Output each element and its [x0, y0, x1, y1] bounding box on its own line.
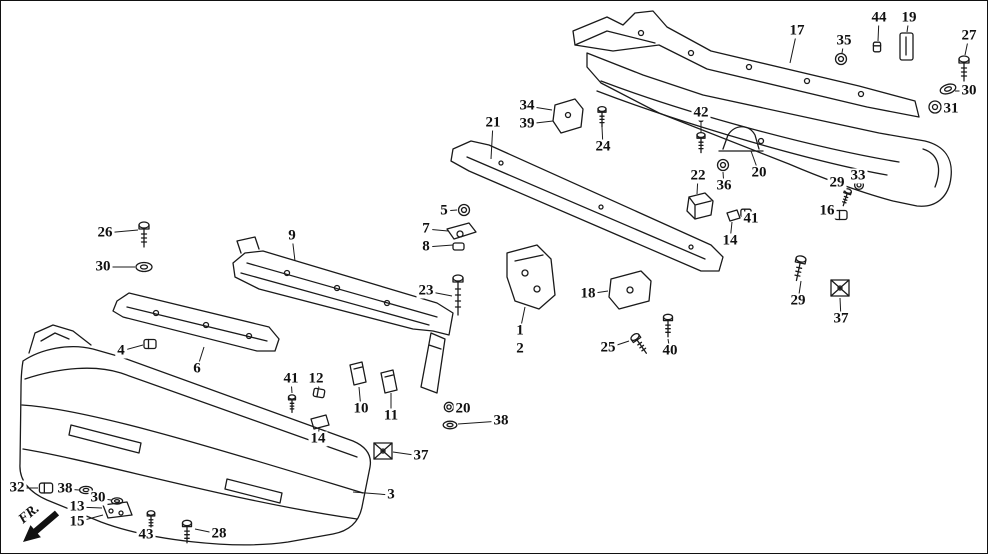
clip-41-rear [740, 208, 752, 218]
grommet-38-front [442, 420, 458, 430]
clip-44 [872, 41, 882, 53]
clip-32 [38, 482, 54, 494]
screw-42 [696, 132, 706, 154]
grommet-30-right [938, 81, 958, 97]
nut-33 [854, 180, 864, 190]
fr-direction-arrow: FR. [15, 501, 60, 542]
rear-bumper [587, 53, 951, 206]
bracket-22 [687, 193, 713, 219]
clip-12 [312, 387, 326, 399]
bolt-40 [662, 313, 674, 338]
nut-5 [457, 203, 471, 217]
nut-20-front [443, 401, 455, 413]
bracket-37-front [373, 442, 393, 460]
fr-label: FR. [15, 501, 42, 527]
screw-24 [597, 106, 607, 128]
grommet-30-left [135, 261, 153, 273]
clip-4 [143, 338, 157, 350]
bolt-26 [138, 221, 150, 248]
nut-36 [716, 158, 730, 172]
bracket-14-rear [727, 210, 740, 221]
screw-43 [146, 510, 156, 530]
spacer-10 [350, 362, 366, 385]
plate-19 [900, 33, 913, 60]
nut-35 [834, 52, 848, 66]
bumper-stay [507, 245, 555, 309]
clip-16 [834, 209, 848, 221]
bolt-29-upper [839, 187, 853, 208]
grommet-38-bottom [79, 485, 93, 495]
bracket-13-15 [103, 502, 132, 518]
rear-bumper-stiffener [573, 11, 919, 117]
washer-31 [929, 101, 941, 113]
bolt-27 [958, 55, 970, 82]
bolt-23 [453, 275, 463, 315]
bracket-18 [609, 271, 651, 309]
plate-7-8 [447, 223, 476, 250]
corner-bracket-34-39 [553, 99, 583, 133]
bolt-25 [629, 331, 651, 357]
front-bumper [20, 325, 370, 545]
spacer-11 [381, 370, 397, 393]
front-upper-beam [113, 293, 279, 351]
front-bumper-beam [233, 237, 453, 393]
screw-41-front [288, 394, 296, 413]
bracket-14-front [311, 415, 329, 429]
rear-lower-reinforcement [451, 141, 723, 271]
bolt-28 [181, 519, 193, 544]
bolt-29-lower [790, 254, 808, 283]
bracket-37-rear [830, 279, 850, 297]
